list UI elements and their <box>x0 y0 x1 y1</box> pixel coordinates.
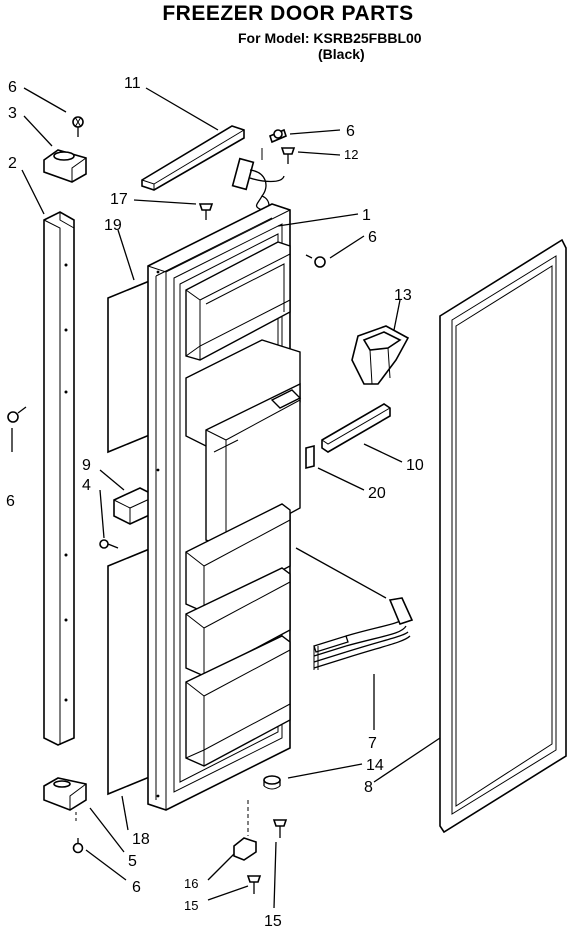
shelf-rack <box>313 597 414 670</box>
screw-top-right <box>269 128 287 144</box>
callout-17: 17 <box>110 191 128 208</box>
screw-left-side <box>7 406 27 423</box>
callout-15: 15 <box>264 913 282 930</box>
callout-19: 19 <box>104 217 122 234</box>
callout-5: 5 <box>128 853 137 870</box>
callout-6: 6 <box>8 79 17 96</box>
callout-20: 20 <box>368 485 386 502</box>
hinge-pin-14 <box>263 775 281 790</box>
callout-13: 13 <box>394 287 412 304</box>
clip-20 <box>305 444 315 470</box>
screw-bottom-left <box>72 838 84 854</box>
ice-chute <box>351 325 410 385</box>
upper-insulation-panel <box>107 278 153 454</box>
callout-4: 4 <box>82 477 91 494</box>
bottom-bracket-16 <box>233 800 257 861</box>
callout-7: 7 <box>368 735 377 752</box>
callout-8: 8 <box>364 779 373 796</box>
color-line: (Black) <box>318 46 365 62</box>
callout-12: 12 <box>344 147 358 162</box>
callout-6: 6 <box>6 493 15 510</box>
screw-17 <box>198 203 214 220</box>
door-assembly <box>147 203 302 811</box>
door-gasket <box>439 238 567 834</box>
lower-insulation-panel <box>107 546 153 796</box>
dispenser-trim-channel <box>321 403 391 453</box>
callout-9: 9 <box>82 457 91 474</box>
model-line: For Model: KSRB25FBBL00 <box>238 30 422 46</box>
screw-12 <box>280 147 296 164</box>
top-trim <box>141 125 245 191</box>
callout-6: 6 <box>132 879 141 896</box>
leader-lines <box>11 87 441 909</box>
callout-15: 15 <box>184 898 198 913</box>
bottom-hinge <box>43 777 87 824</box>
wire-harness <box>231 148 285 215</box>
callout-1: 1 <box>362 207 371 224</box>
callout-2: 2 <box>8 155 17 172</box>
screw-top-left <box>72 116 84 137</box>
callout-16: 16 <box>184 876 198 891</box>
callout-14: 14 <box>366 757 384 774</box>
callout-6: 6 <box>346 123 355 140</box>
callout-10: 10 <box>406 457 424 474</box>
screw-4 <box>99 539 119 549</box>
callout-3: 3 <box>8 105 17 122</box>
screw-15-upper <box>272 819 288 838</box>
screw-right-6 <box>305 254 326 268</box>
callout-6: 6 <box>368 229 377 246</box>
top-hinge-bracket <box>43 149 87 183</box>
callout-11: 11 <box>124 75 141 92</box>
callout-18: 18 <box>132 831 150 848</box>
screw-15-lower <box>246 875 262 894</box>
diagram-title: FREEZER DOOR PARTS <box>162 2 414 25</box>
door-trim-strip <box>43 211 75 746</box>
